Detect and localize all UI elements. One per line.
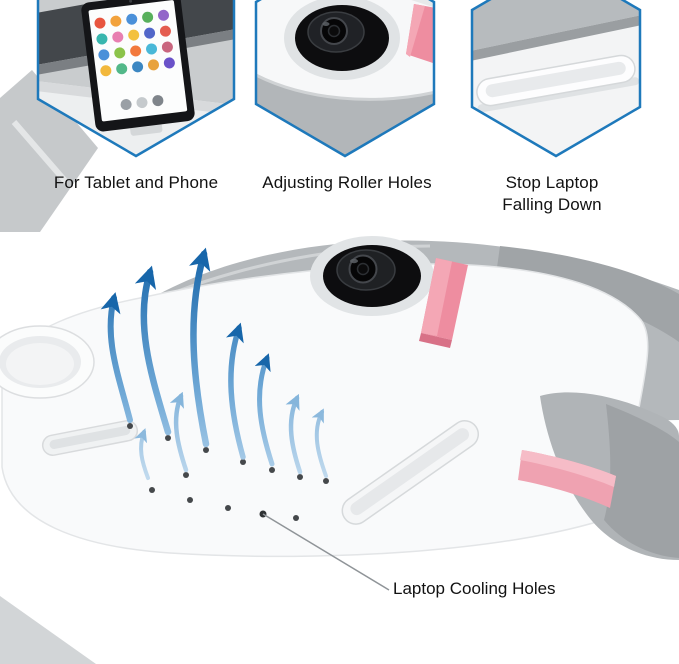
hexagon-border [470,0,642,158]
callout-label-roller-holes: Adjusting Roller Holes [262,173,432,192]
pink-strap [419,258,468,348]
airflow-arrows [100,247,328,480]
callout-label-tablet-phone: For Tablet and Phone [53,173,219,192]
roller-hole [310,236,434,316]
callout-label-laptop-stop: Stop Laptop Falling Down [502,173,602,214]
hexagon-border [36,0,236,158]
callout-photo-roller-hole [254,0,436,158]
stop-ledge [476,54,640,113]
treadmill-frame-strip [0,70,98,232]
deck-corner [0,596,96,664]
leader-line [259,510,390,591]
tablet [81,0,195,136]
callout-photo-tablet-phone [36,0,236,158]
callout-photo-laptop-stop [470,0,642,158]
app-icons [94,9,175,111]
resistance-band [518,450,616,508]
desk-surface [1,263,649,558]
cup-holder [0,325,95,399]
cooling-holes-label: Laptop Cooling Holes [393,579,556,598]
laptop-stop-slot [341,420,480,525]
hexagon-border [254,0,436,158]
